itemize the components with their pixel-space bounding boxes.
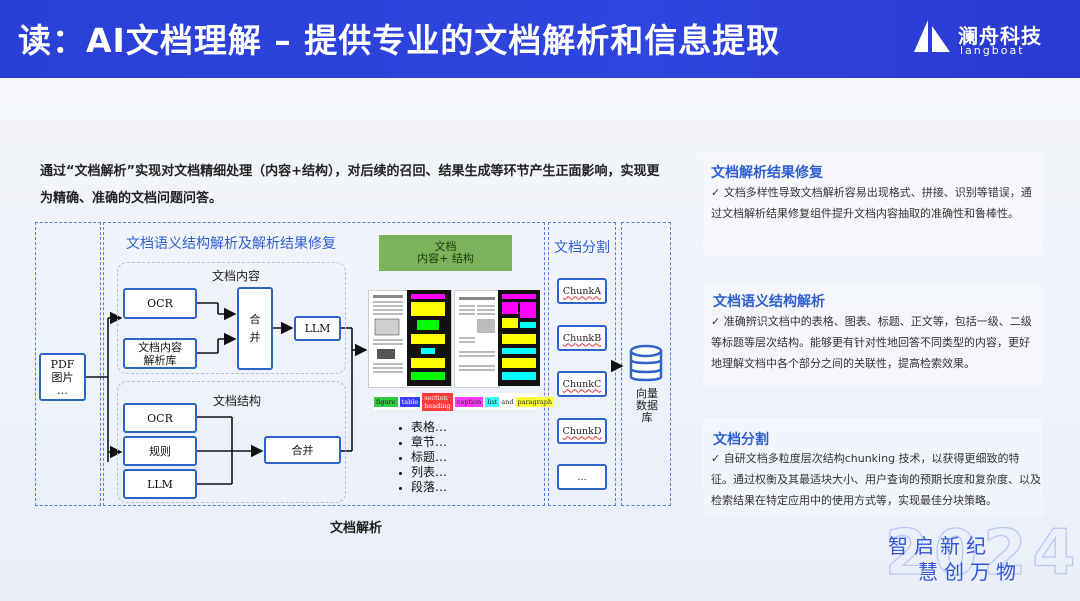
vector-db-label: 向量 数据 库 (636, 387, 658, 424)
element-list: 表格… 章节… 标题… 列表… 段落… (397, 420, 447, 495)
llm-structure-box: LLM (123, 469, 197, 499)
diagram-caption: 文档解析 (330, 521, 383, 536)
panel-split-body: ✓ 自研文档多粒度层次结构chunking 技术，以获得更细致的特征。通过权衡及… (711, 452, 1041, 507)
rules-box: 规则 (123, 436, 197, 466)
element-list-item: 列表… (411, 465, 447, 480)
slogan-line-2: 慧创万物 (918, 560, 1022, 584)
split-title: 文档分割 (554, 240, 610, 256)
panel-structure (703, 285, 1043, 387)
panel-repair-body: ✓ 文档多样性导致文档解析容易出现格式、拼接、识别等错误，通过文档解析结果修复组… (711, 186, 1032, 220)
parser-library-box: 文档内容 解析库 (123, 338, 197, 369)
panel-structure-title: 文档语义结构解析 (713, 294, 825, 310)
year-watermark: 2024 (884, 515, 1080, 589)
content-group (117, 262, 346, 374)
intro-text: 通过“文档解析”实现对文档精细处理（内容+结构），对后续的召回、结果生成等环节产… (40, 164, 660, 206)
legend-caption: caption (454, 396, 484, 407)
llm-box: LLM (294, 316, 341, 341)
output-title-text: 文档 内容+ 结构 (417, 240, 474, 265)
panel-split (703, 418, 1043, 516)
input-frame (35, 222, 101, 506)
annotation-legend: figure table section heading caption lis… (374, 392, 555, 411)
legend-paragraph: paragraph (515, 396, 555, 407)
element-list-item: 章节… (411, 435, 447, 450)
slogan-line-1: 智启新纪 (888, 534, 992, 558)
legend-figure: figure (374, 396, 398, 407)
panel-structure-body: ✓ 准确辨识文档中的表格、图表、标题、正文等，包括一级、二级等标题等层次结构。能… (711, 315, 1032, 370)
document-thumbnail-left-annotated (407, 290, 451, 386)
legend-section-heading: section heading (422, 392, 453, 411)
structure-group-label: 文档结构 (213, 394, 262, 408)
chunk-more: … (557, 464, 607, 490)
chunk-b: ChunkB (557, 325, 607, 351)
element-list-item: 段落… (411, 480, 447, 495)
structure-group (117, 381, 346, 503)
document-thumbnail-right-annotated (498, 290, 540, 386)
legend-list: list (485, 396, 500, 407)
logo-text: 澜舟科技 (958, 24, 1042, 48)
chunk-a: ChunkA (557, 278, 607, 304)
parsing-frame (103, 222, 545, 506)
panel-repair-title: 文档解析结果修复 (711, 165, 823, 181)
merge-box: 合并 (264, 436, 341, 464)
element-list-item: 表格… (411, 420, 447, 435)
element-list-item: 标题… (411, 450, 447, 465)
merge-box-vertical: 合 并 (237, 287, 273, 370)
header-bar (0, 0, 1080, 78)
panel-repair (703, 152, 1043, 256)
legend-and: and (501, 397, 514, 406)
chunk-c: ChunkC (557, 371, 607, 397)
output-title-box: 文档 内容+ 结构 (379, 235, 512, 271)
parsing-section-title: 文档语义结构解析及解析结果修复 (126, 236, 336, 252)
legend-table: table (399, 396, 421, 407)
panel-split-title: 文档分割 (713, 432, 769, 448)
ocr-structure-box: OCR (123, 403, 197, 433)
chunk-d: ChunkD (557, 418, 607, 444)
database-icon (628, 343, 664, 385)
document-thumbnail-right (454, 290, 500, 388)
content-group-label: 文档内容 (212, 269, 261, 283)
ocr-box: OCR (123, 288, 197, 319)
page-title: 读：AI文档理解 – 提供专业的文档解析和信息提取 (18, 21, 781, 60)
input-pdf-image-box: PDF 图片 … (39, 353, 86, 401)
logo-subtext: langboat (960, 44, 1025, 57)
logo-icon (910, 16, 954, 56)
